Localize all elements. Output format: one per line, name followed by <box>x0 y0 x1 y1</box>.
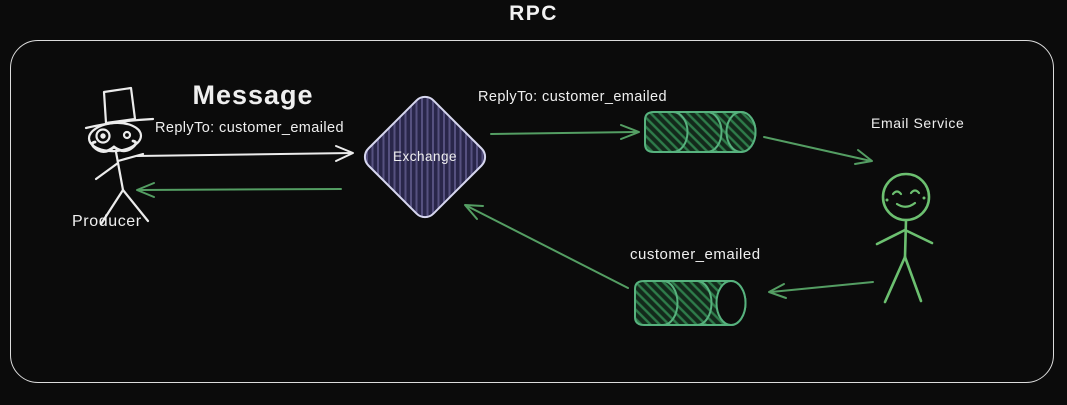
arrow-exchange-to-producer <box>136 182 342 198</box>
arrow-request-queue-to-email-service <box>763 136 873 165</box>
email-service-label: Email Service <box>871 115 965 131</box>
diagram-frame <box>10 40 1054 383</box>
reply-queue-caption: customer_emailed <box>630 246 761 263</box>
request-queue-cylinder <box>644 111 757 153</box>
arrow-exchange-to-request-queue <box>490 124 640 140</box>
email-service-figure <box>875 172 934 304</box>
reply-queue-cylinder <box>634 280 747 326</box>
message-heading: Message <box>192 80 314 110</box>
exchange-diamond <box>363 95 487 219</box>
producer-label: Producer <box>72 213 142 230</box>
producer-figure <box>84 86 155 226</box>
message-replyto-caption: ReplyTo: customer_emailed <box>155 120 344 136</box>
diagram-title: RPC <box>509 2 558 25</box>
arrow-email-service-to-reply-queue <box>768 281 874 299</box>
arrow-reply-queue-to-exchange <box>464 204 629 289</box>
arrow-producer-to-exchange <box>136 145 354 162</box>
request-queue-caption: ReplyTo: customer_emailed <box>478 89 667 105</box>
exchange-label: Exchange <box>392 149 458 164</box>
